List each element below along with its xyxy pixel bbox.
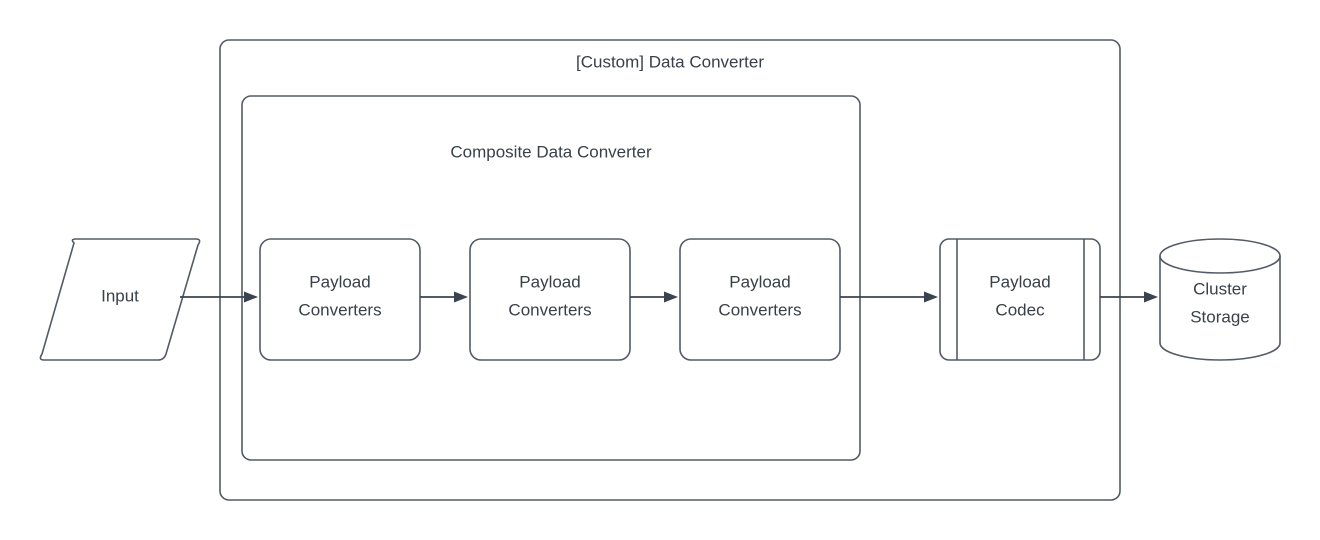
arrow-head-icon [454,291,468,303]
node-payload-converters-1-label-line2: Converters [298,300,381,319]
arrow-head-icon [1144,291,1158,303]
container-composite-data-converter-outline [241,95,861,461]
node-payload-converters-1[interactable]: Payload Converters [259,238,421,361]
node-payload-codec-shape [939,238,1101,361]
edge-payload-converters-2-to-3[interactable] [630,291,678,303]
node-payload-converters-2-label-line2: Converters [508,300,591,319]
edge-payload-converters-3-to-payload-codec[interactable] [840,291,938,303]
node-payload-converters-3-label-line1: Payload [729,272,790,291]
arrow-head-icon [924,291,938,303]
edge-payload-codec-to-cluster-storage[interactable] [1100,291,1158,303]
container-composite-data-converter[interactable]: Composite Data Converter [241,95,861,461]
container-composite-data-converter-label: Composite Data Converter [450,142,652,161]
node-payload-codec-label-line1: Payload [989,272,1050,291]
node-payload-converters-2-label-line1: Payload [519,272,580,291]
container-custom-data-converter[interactable]: [Custom] Data Converter [219,39,1121,501]
container-custom-data-converter-outline [219,39,1121,501]
node-cluster-storage-body [1159,238,1281,361]
node-payload-codec[interactable]: Payload Codec [939,238,1101,361]
edge-payload-converters-1-to-2[interactable] [420,291,468,303]
container-custom-data-converter-label: [Custom] Data Converter [576,52,764,71]
node-payload-converters-1-shape [259,238,421,361]
node-payload-converters-2-shape [469,238,631,361]
arrow-head-icon [664,291,678,303]
node-cluster-storage[interactable]: Cluster Storage [1159,238,1281,361]
node-payload-converters-1-label-line1: Payload [309,272,370,291]
node-payload-converters-2[interactable]: Payload Converters [469,238,631,361]
arrow-head-icon [244,291,258,303]
node-payload-converters-3-shape [679,238,841,361]
node-cluster-storage-top-ellipse [1159,255,1281,274]
node-payload-converters-3[interactable]: Payload Converters [679,238,841,361]
node-payload-codec-label-line2: Codec [995,300,1045,319]
node-input-label: Input [101,286,139,305]
node-cluster-storage-label-line2: Storage [1190,307,1250,326]
node-input[interactable]: Input [39,238,201,361]
node-cluster-storage-label-line1: Cluster [1193,279,1247,298]
edge-input-to-payload-converters-1[interactable] [180,291,258,303]
node-payload-converters-3-label-line2: Converters [718,300,801,319]
node-input-shape [39,238,201,361]
